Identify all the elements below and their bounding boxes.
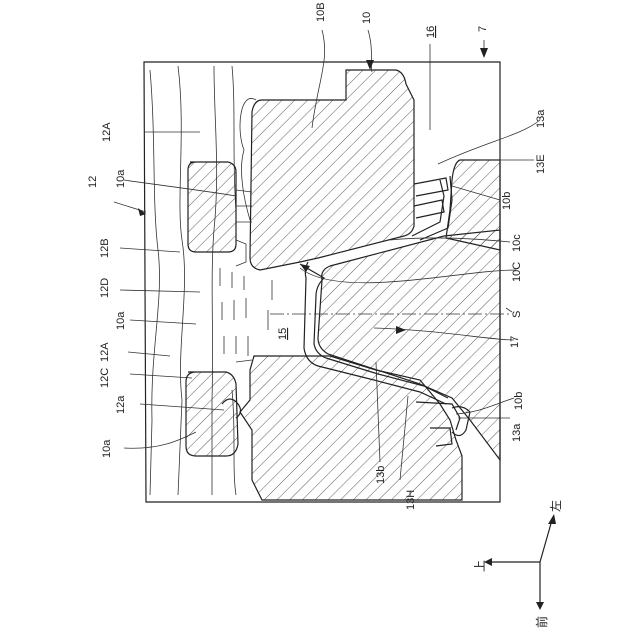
label-13b: 13b (375, 466, 387, 484)
block-10B (250, 70, 414, 270)
block-13E (446, 160, 500, 250)
label-12a: 12a (115, 395, 127, 414)
label-10: 10 (361, 12, 373, 24)
label-10a-1: 10a (115, 169, 127, 188)
block-10a-top (188, 162, 236, 252)
label-16: 16 (425, 26, 437, 38)
label-10c: 10c (511, 234, 523, 252)
label-10B: 10B (315, 2, 327, 22)
label-10a-2: 10a (115, 311, 127, 330)
direction-indicator (484, 514, 556, 610)
label-13a-top: 13a (535, 109, 547, 128)
label-12C: 12C (99, 368, 111, 388)
label-12B: 12B (99, 238, 111, 258)
label-17: 17 (509, 336, 521, 348)
label-10a-3: 10a (101, 439, 113, 458)
label-7: 7 (477, 26, 489, 32)
label-10b-top: 10b (501, 192, 513, 210)
label-13a-bot: 13a (511, 423, 523, 442)
label-15: 15 (277, 328, 289, 340)
label-10b-bot: 10b (513, 392, 525, 410)
label-12: 12 (87, 176, 99, 188)
label-12A-bot: 12A (99, 342, 111, 362)
label-S: S (511, 311, 523, 318)
label-12D: 12D (99, 278, 111, 298)
label-13H: 13H (405, 490, 417, 510)
label-13E: 13E (535, 154, 547, 174)
outer-band (150, 70, 160, 495)
direction-front-label: 前 (534, 616, 549, 628)
label-12A-top: 12A (101, 122, 113, 142)
direction-up-label: 上 (473, 560, 487, 572)
block-10a-bottom (186, 372, 238, 456)
direction-left-label: 左 (548, 500, 563, 512)
label-10C: 10C (511, 262, 523, 282)
